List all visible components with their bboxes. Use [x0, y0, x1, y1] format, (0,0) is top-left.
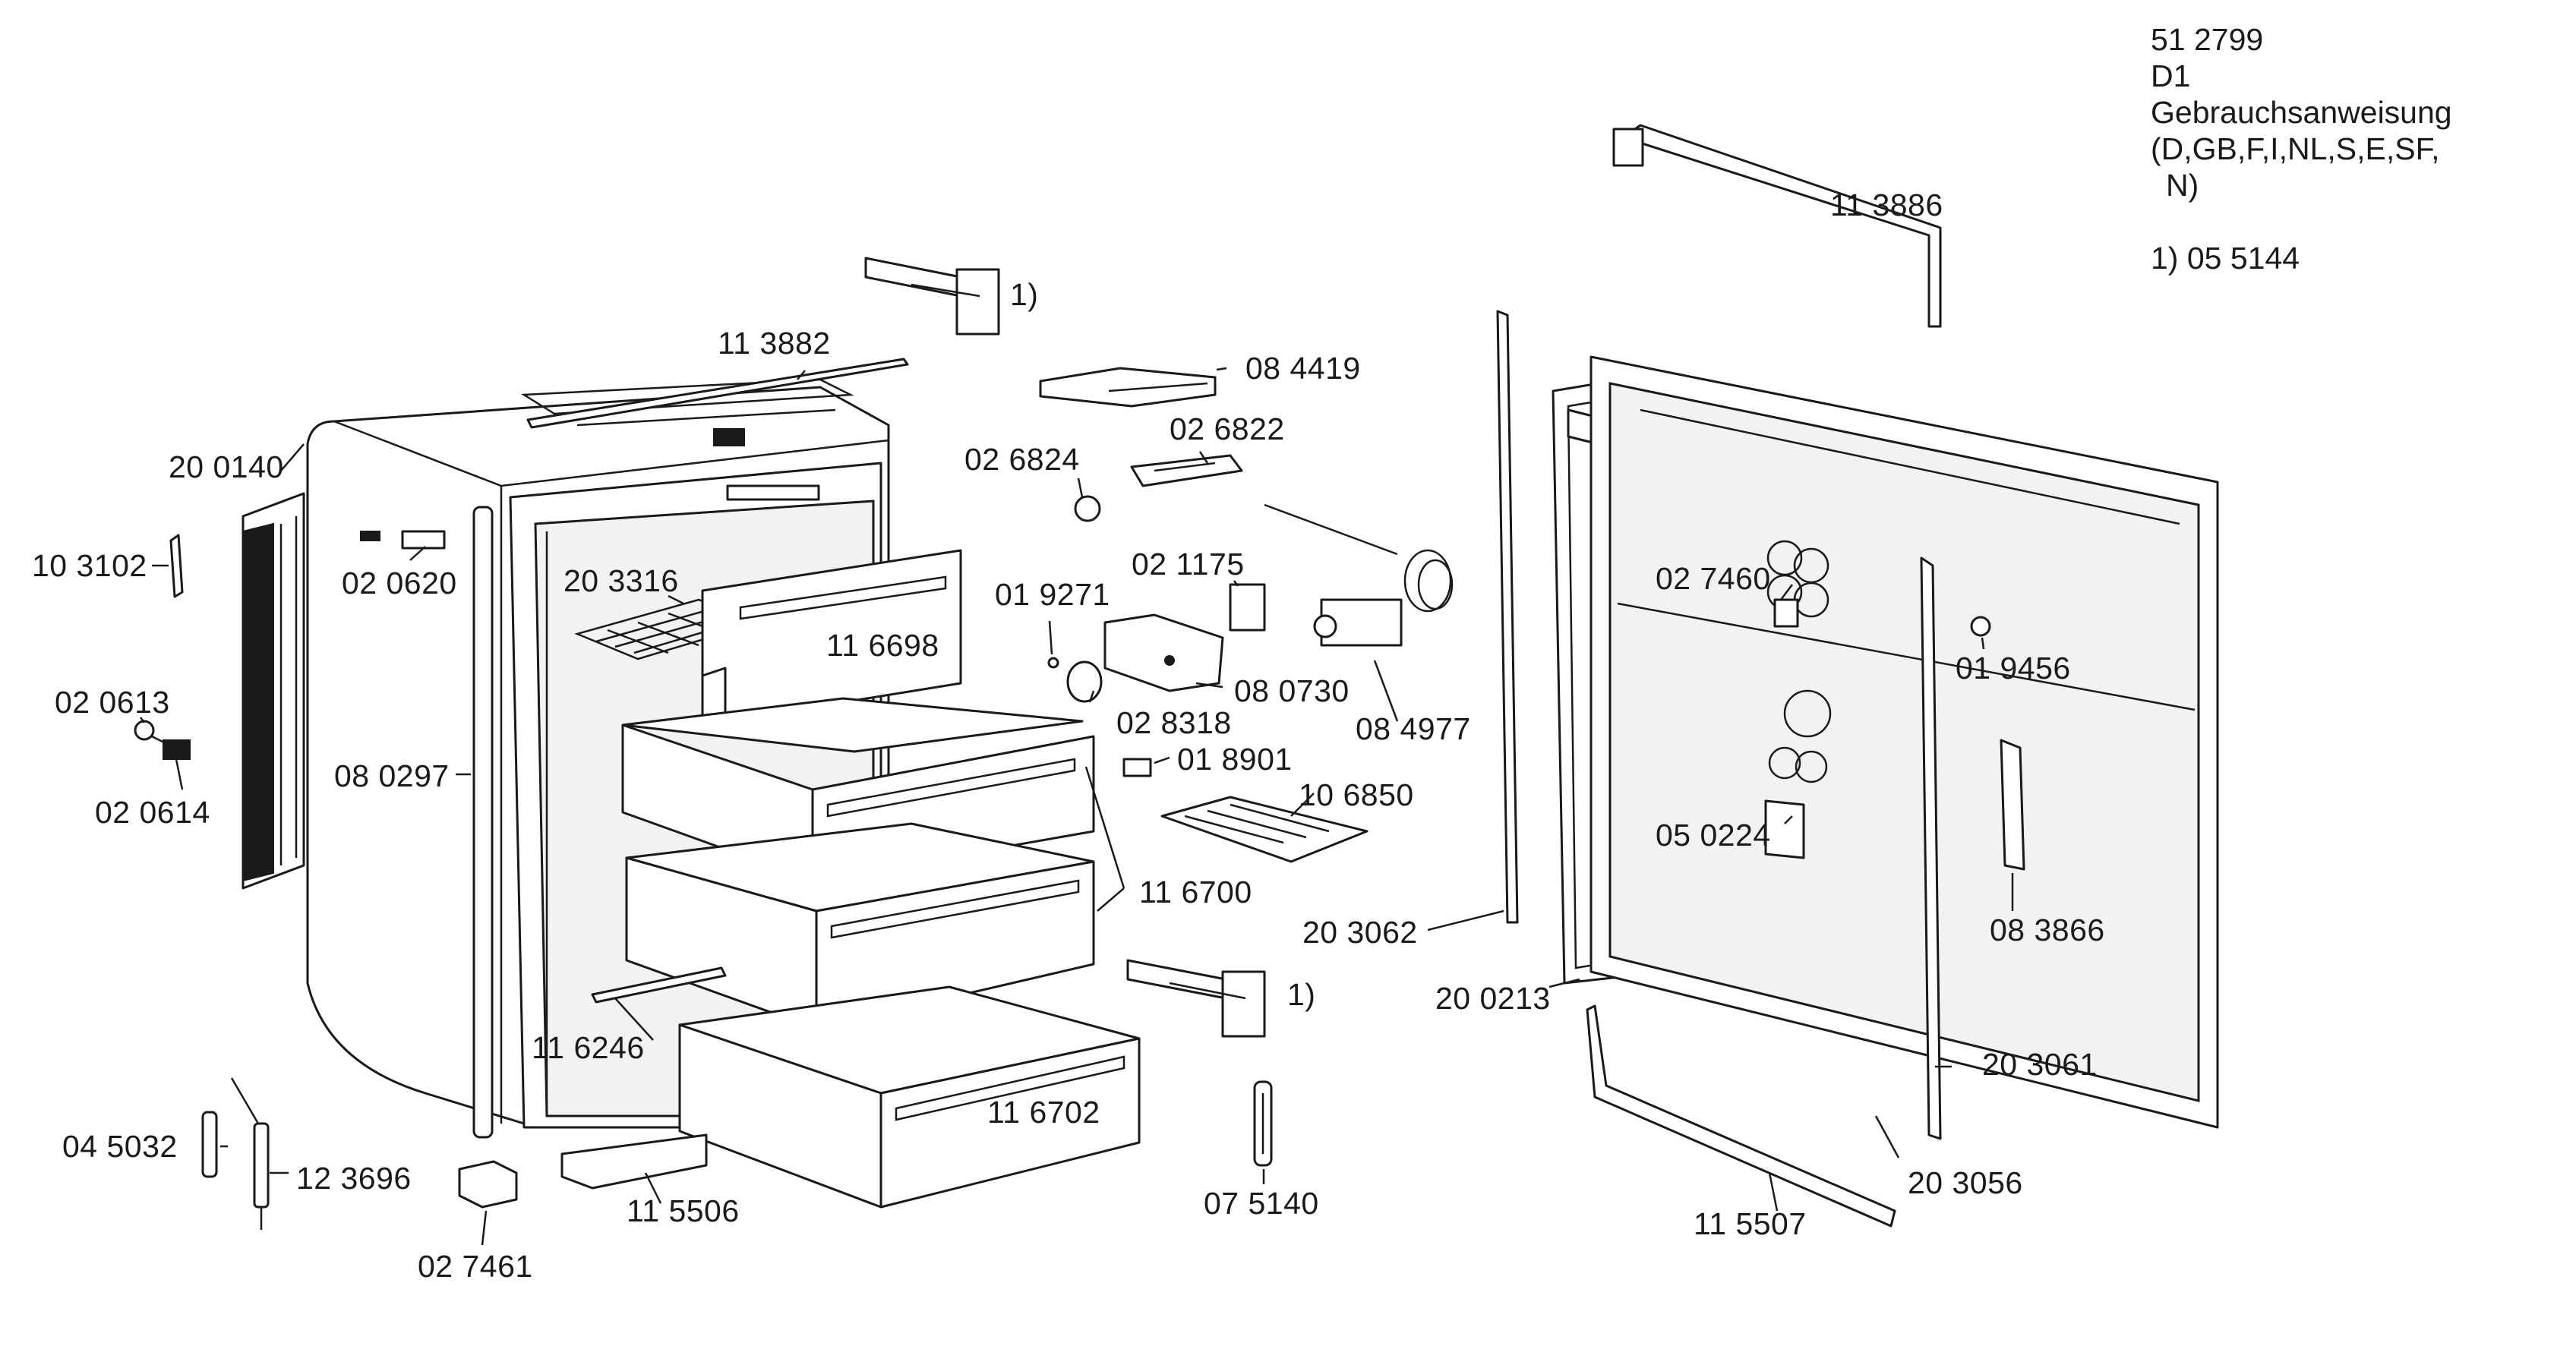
part-label: 05 0224: [1656, 818, 1771, 853]
thermostat-08-4977: [1264, 503, 1454, 647]
hinge-top: [864, 257, 1000, 336]
door-strip-left-20-3062: [1496, 310, 1519, 924]
part-label: 11 6246: [532, 1030, 645, 1065]
door-strip-08-3866: [2000, 739, 2025, 871]
part-label: 04 5032: [62, 1129, 178, 1164]
switch-02-1175: [1229, 583, 1266, 632]
part-label: 02 6822: [1170, 411, 1285, 446]
hinge-bottom: [1126, 959, 1266, 1038]
part-label: 20 3316: [564, 563, 679, 598]
door-top-handle: [1612, 124, 1942, 328]
lamp-holder-02-6822: [1130, 454, 1243, 487]
part-label: 11 6702: [987, 1095, 1100, 1130]
part-label: 11 3886: [1830, 188, 1943, 222]
part-label: 02 0620: [342, 566, 457, 600]
part-label: 11 6698: [826, 628, 939, 663]
part-label: 08 4977: [1356, 711, 1471, 746]
screw-01-9456: [1970, 616, 1991, 637]
clip-02-7461: [458, 1160, 518, 1209]
cabinet-edge-profile: [472, 506, 494, 1139]
manual-title: Gebrauchsanweisung: [2151, 95, 2452, 130]
door-label-plate-05-0224: [1764, 746, 1828, 859]
drawer-cover: [701, 549, 962, 727]
screw-01-8901: [1122, 758, 1152, 777]
part-label: 10 6850: [1299, 777, 1414, 812]
languages-line-2: N): [2166, 168, 2199, 203]
part-label: 11 6700: [1139, 875, 1252, 909]
door-bottom-handle-11-5507: [1586, 1004, 1896, 1228]
top-rail: [526, 358, 909, 429]
document-info: 51 2799 D1 Gebrauchsanweisung (D,GB,F,I,…: [2151, 21, 2452, 276]
languages-line-1: (D,GB,F,I,NL,S,E,SF,: [2151, 131, 2440, 166]
part-label: 01 8901: [1177, 742, 1293, 777]
part-label: 11 3882: [718, 326, 831, 361]
part-label: 08 3866: [1990, 913, 2105, 947]
part-label: 08 0297: [334, 758, 450, 793]
drain-12-3696: [230, 1077, 270, 1230]
footnote: 1) 05 5144: [2151, 241, 2300, 276]
part-label: 02 7461: [418, 1249, 533, 1284]
condenser-coil: [242, 492, 305, 890]
part-label: 11 5506: [627, 1193, 740, 1228]
part-label: 1): [1010, 277, 1039, 312]
bracket-10-3102: [169, 534, 184, 598]
pin-04-5032: [201, 1111, 218, 1178]
part-label: 20 3062: [1302, 915, 1418, 950]
slide-rail-11-5506: [560, 1133, 708, 1190]
ice-tray-10-6850: [1160, 796, 1368, 863]
part-label: 02 8318: [1116, 705, 1232, 740]
part-label: 07 5140: [1204, 1186, 1319, 1221]
drawer-lower: [678, 985, 1141, 1209]
part-label: 20 3056: [1908, 1165, 2023, 1200]
part-label: 10 3102: [32, 548, 147, 583]
part-label: 1): [1287, 977, 1316, 1012]
part-label: 02 7460: [1656, 561, 1771, 596]
screw-01-9271: [1047, 657, 1059, 669]
control-plate-08-4419: [1039, 367, 1217, 408]
part-label: 20 3061: [1982, 1047, 2098, 1082]
lens-02-8318: [1066, 660, 1103, 703]
door-strip-right-20-3061: [1920, 556, 1942, 1140]
leader-lines: [139, 367, 2014, 1246]
part-label: 01 9271: [995, 577, 1110, 612]
part-label: 08 0730: [1234, 673, 1350, 708]
part-label: 12 3696: [296, 1161, 412, 1196]
lamp-cover-08-0730: [1103, 613, 1224, 692]
part-label: 02 1175: [1132, 547, 1245, 582]
part-label: 20 0140: [169, 449, 284, 484]
door-panel: [1589, 355, 2219, 1129]
thermometer-07-5140: [1253, 1080, 1273, 1167]
part-label: 02 0613: [55, 685, 170, 720]
part-label: 08 4419: [1245, 351, 1361, 386]
door-control-cutout: [1766, 540, 1832, 738]
slide-rail-11-6246: [591, 966, 727, 1004]
doc-number: 51 2799: [2151, 22, 2264, 57]
part-label: 02 6824: [964, 442, 1080, 477]
part-label: 20 0213: [1435, 981, 1551, 1016]
bushing-02-0613: [134, 720, 191, 760]
part-label: 11 5507: [1694, 1206, 1807, 1241]
part-label: 02 0614: [95, 795, 210, 830]
variant-code: D1: [2151, 58, 2191, 93]
drawer-middle: [625, 822, 1095, 1030]
part-label: 01 9456: [1956, 651, 2071, 686]
knob-02-6824: [1074, 495, 1101, 522]
